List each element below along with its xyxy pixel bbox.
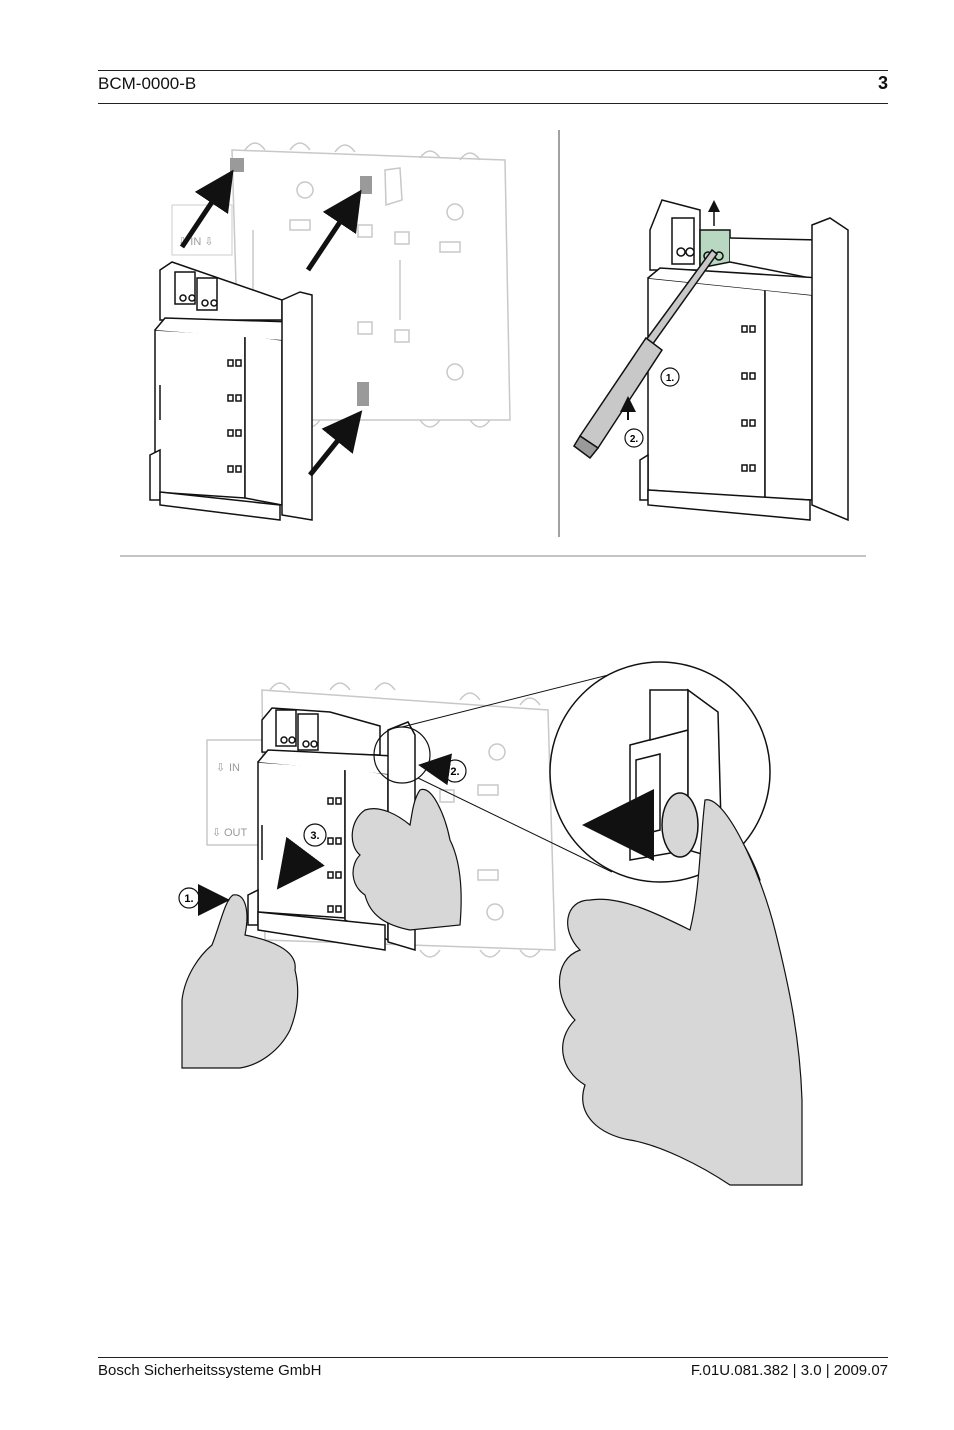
document-reference: F.01U.081.382 | 3.0 | 2009.07 (690, 1362, 888, 1379)
screwdriver (573, 248, 719, 460)
page-footer: Bosch Sicherheitssysteme GmbH F.01U.081.… (98, 1357, 888, 1388)
company-name: Bosch Sicherheitssysteme GmbH (98, 1362, 322, 1379)
figure-removal: ⇩ IN ⇩ OUT (178, 661, 803, 1186)
figure-mounting: ⇩ IN ⇩ (149, 142, 511, 521)
step-2-label-bottom: 2. (450, 766, 459, 778)
doc-title: BCM-0000-B (98, 74, 197, 93)
step-2-label: 2. (630, 434, 639, 445)
step-1-label-bottom: 1. (184, 893, 193, 905)
left-hand (181, 894, 299, 1069)
svg-text:⇩: ⇩ (216, 762, 225, 774)
page-header: BCM-0000-B 3 (98, 70, 888, 104)
bcm-module-left (149, 261, 313, 521)
figure-screwdriver: 1. 2. (573, 199, 849, 522)
right-hand-large (558, 799, 803, 1186)
middle-hand (351, 788, 462, 931)
step-1-label: 1. (666, 373, 675, 384)
step-3-label-bottom: 3. (310, 830, 319, 842)
in-label: IN (229, 762, 240, 774)
svg-text:⇩: ⇩ (212, 827, 221, 839)
page-number: 3 (877, 73, 888, 93)
out-label: OUT (224, 827, 248, 839)
